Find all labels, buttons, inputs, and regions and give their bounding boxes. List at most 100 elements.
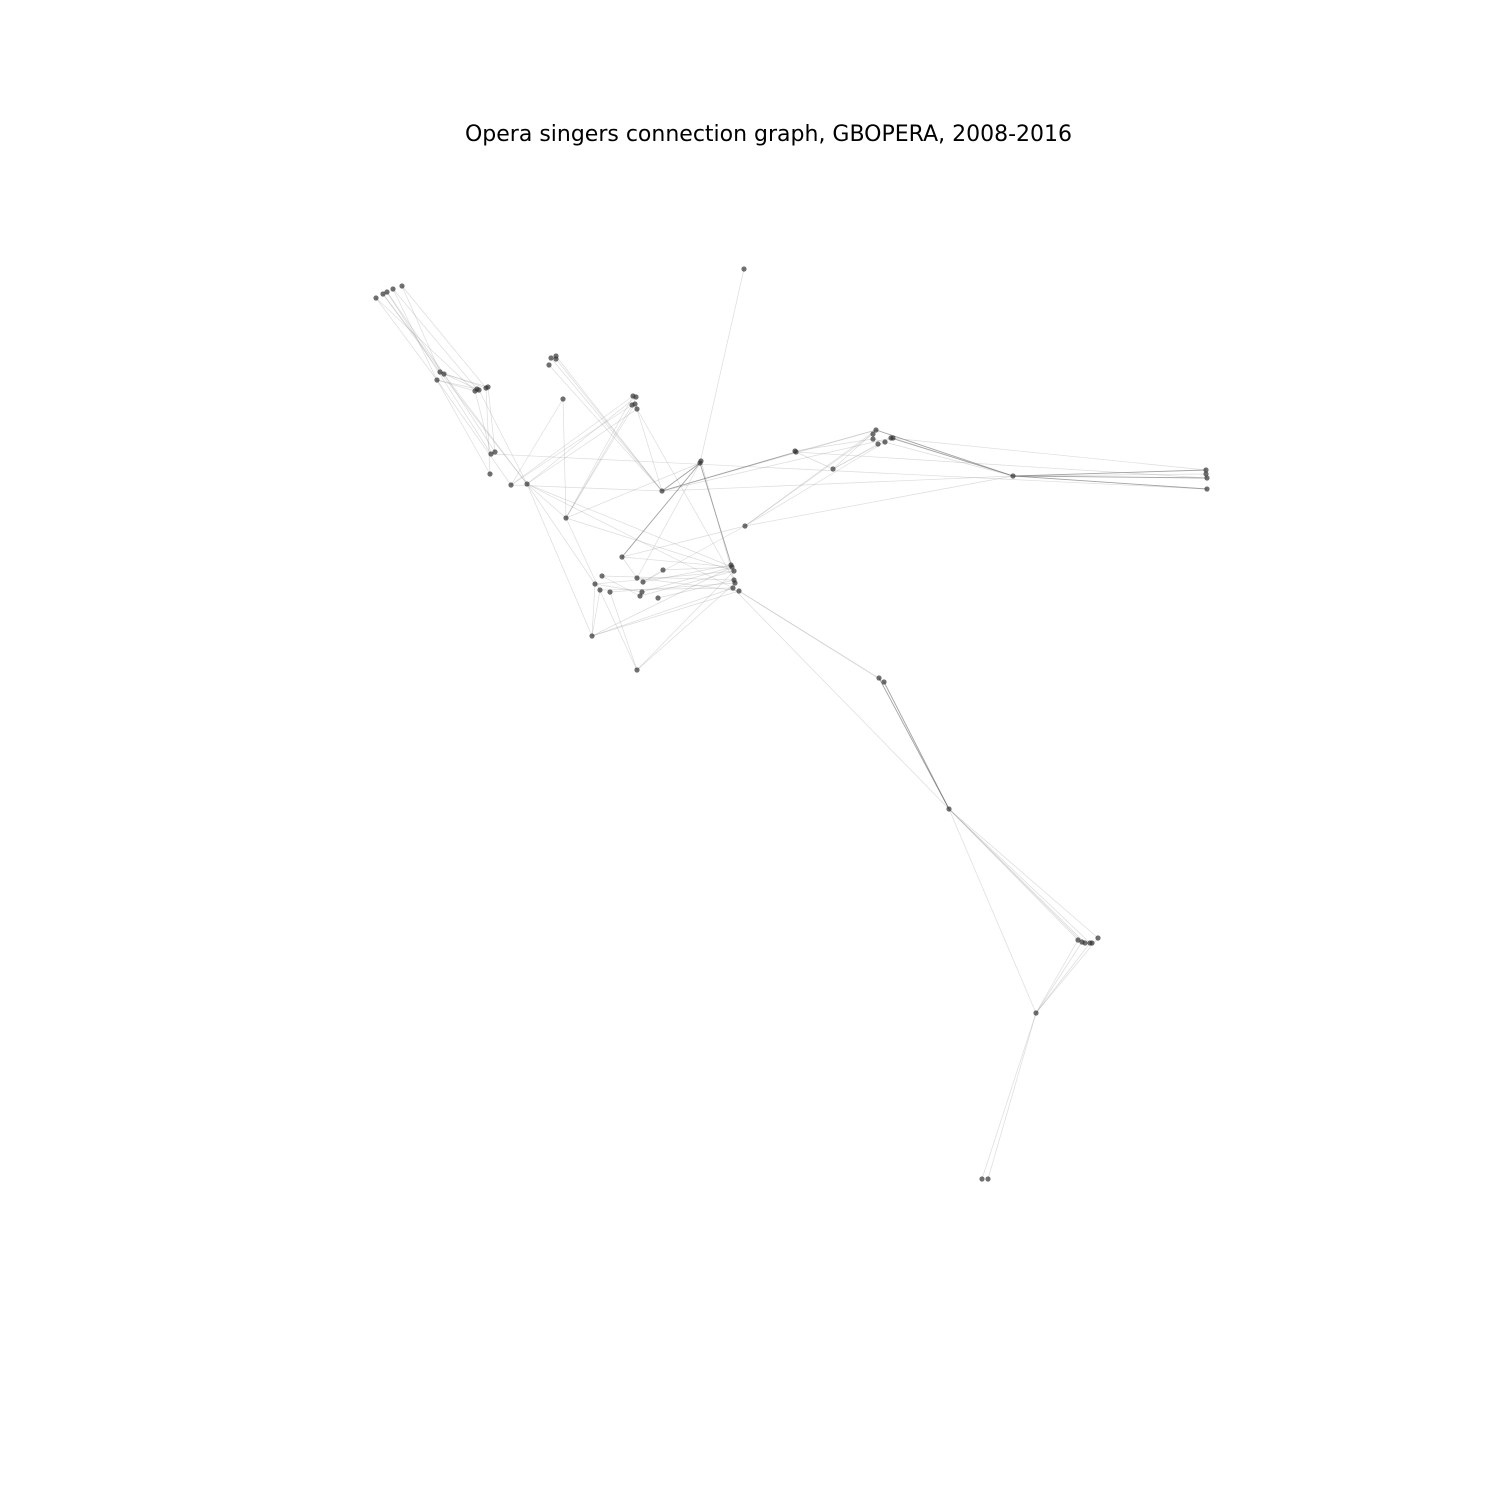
graph-edge xyxy=(872,438,1014,477)
graph-edge xyxy=(1012,475,1208,490)
graph-edge xyxy=(591,589,601,637)
graph-edge xyxy=(565,517,638,671)
graph-edge xyxy=(443,373,496,453)
graph-edge xyxy=(875,429,1014,477)
graph-node xyxy=(946,806,952,812)
graph-edge xyxy=(510,395,634,486)
graph-edge xyxy=(1035,942,1091,1014)
graph-edge xyxy=(948,808,1091,944)
graph-node xyxy=(890,435,896,441)
graph-edge xyxy=(744,441,886,527)
graph-node xyxy=(830,466,836,472)
graph-node xyxy=(873,427,879,433)
graph-title: Opera singers connection graph, GBOPERA,… xyxy=(464,122,1073,147)
graph-node xyxy=(546,362,552,368)
graph-edge xyxy=(594,570,735,585)
graph-edge xyxy=(591,566,733,637)
graph-edge xyxy=(565,517,735,572)
graph-edge xyxy=(599,587,734,591)
graph-node xyxy=(639,589,645,595)
graph-node xyxy=(380,291,386,297)
graph-node xyxy=(731,568,737,574)
graph-node xyxy=(434,377,440,383)
graph-edge xyxy=(609,591,638,671)
graph-node xyxy=(1082,940,1088,946)
graph-edge xyxy=(526,396,637,485)
graph-edge xyxy=(883,681,950,810)
graph-node xyxy=(742,523,748,529)
graph-edge xyxy=(478,389,528,485)
graph-node xyxy=(373,295,379,301)
graph-edge xyxy=(657,579,735,599)
graph-edge xyxy=(565,404,633,519)
graph-node xyxy=(563,515,569,521)
graph-edge xyxy=(609,582,736,593)
graph-edge xyxy=(1012,475,1208,479)
graph-node xyxy=(698,458,704,464)
graph-edge xyxy=(375,297,476,392)
graph-node xyxy=(441,371,447,377)
node-layer xyxy=(373,266,1210,1182)
graph-edge xyxy=(439,371,528,485)
graph-node xyxy=(1204,475,1210,481)
graph-edge xyxy=(832,437,892,470)
graph-edge xyxy=(436,379,491,475)
graph-node xyxy=(736,588,742,594)
graph-edge xyxy=(392,288,478,390)
graph-node xyxy=(1095,935,1101,941)
graph-node xyxy=(633,394,639,400)
graph-node xyxy=(632,401,638,407)
graph-edge xyxy=(642,525,746,583)
graph-edge xyxy=(1012,469,1207,477)
graph-node xyxy=(979,1176,985,1182)
graph-edge xyxy=(641,566,733,593)
graph-edge xyxy=(382,293,528,485)
graph-edge xyxy=(436,379,512,486)
graph-edge xyxy=(832,443,879,470)
graph-edge xyxy=(661,429,877,492)
graph-edge xyxy=(601,575,641,597)
graph-node xyxy=(985,1176,991,1182)
graph-edge xyxy=(1035,937,1099,1014)
graph-edge xyxy=(591,583,596,637)
graph-edge xyxy=(795,451,834,470)
graph-node xyxy=(607,589,613,595)
graph-edge xyxy=(738,590,885,683)
graph-edge xyxy=(948,808,1037,1014)
graph-edge xyxy=(699,268,745,464)
graph-edge xyxy=(795,451,1208,479)
graph-node xyxy=(1075,937,1081,943)
graph-node xyxy=(390,286,396,292)
graph-edge xyxy=(795,429,877,453)
graph-node xyxy=(882,439,888,445)
graph-node xyxy=(728,562,734,568)
graph-node xyxy=(1203,471,1209,477)
graph-edge xyxy=(636,460,702,579)
graph-edge xyxy=(565,395,634,519)
graph-edge xyxy=(632,395,663,492)
graph-node xyxy=(1204,486,1210,492)
graph-edge xyxy=(639,570,735,597)
graph-node xyxy=(634,406,640,412)
graph-edge xyxy=(439,371,480,391)
graph-edge xyxy=(1035,939,1079,1014)
graph-node xyxy=(592,581,598,587)
graph-edge xyxy=(436,379,476,392)
graph-edge xyxy=(794,438,874,452)
graph-edge xyxy=(591,590,740,637)
graph-edge xyxy=(510,398,564,486)
graph-edge xyxy=(890,437,1207,471)
graph-edge xyxy=(981,1012,1037,1180)
graph-edge xyxy=(526,483,567,519)
graph-edge xyxy=(636,408,735,581)
graph-node xyxy=(881,679,887,685)
graph-edge xyxy=(510,404,633,486)
graph-edge xyxy=(744,475,1014,527)
graph-edge xyxy=(948,808,1099,939)
graph-edge xyxy=(439,371,487,389)
graph-node xyxy=(876,675,882,681)
graph-node xyxy=(474,386,480,392)
graph-node xyxy=(1203,467,1209,473)
graph-edge xyxy=(375,297,438,381)
